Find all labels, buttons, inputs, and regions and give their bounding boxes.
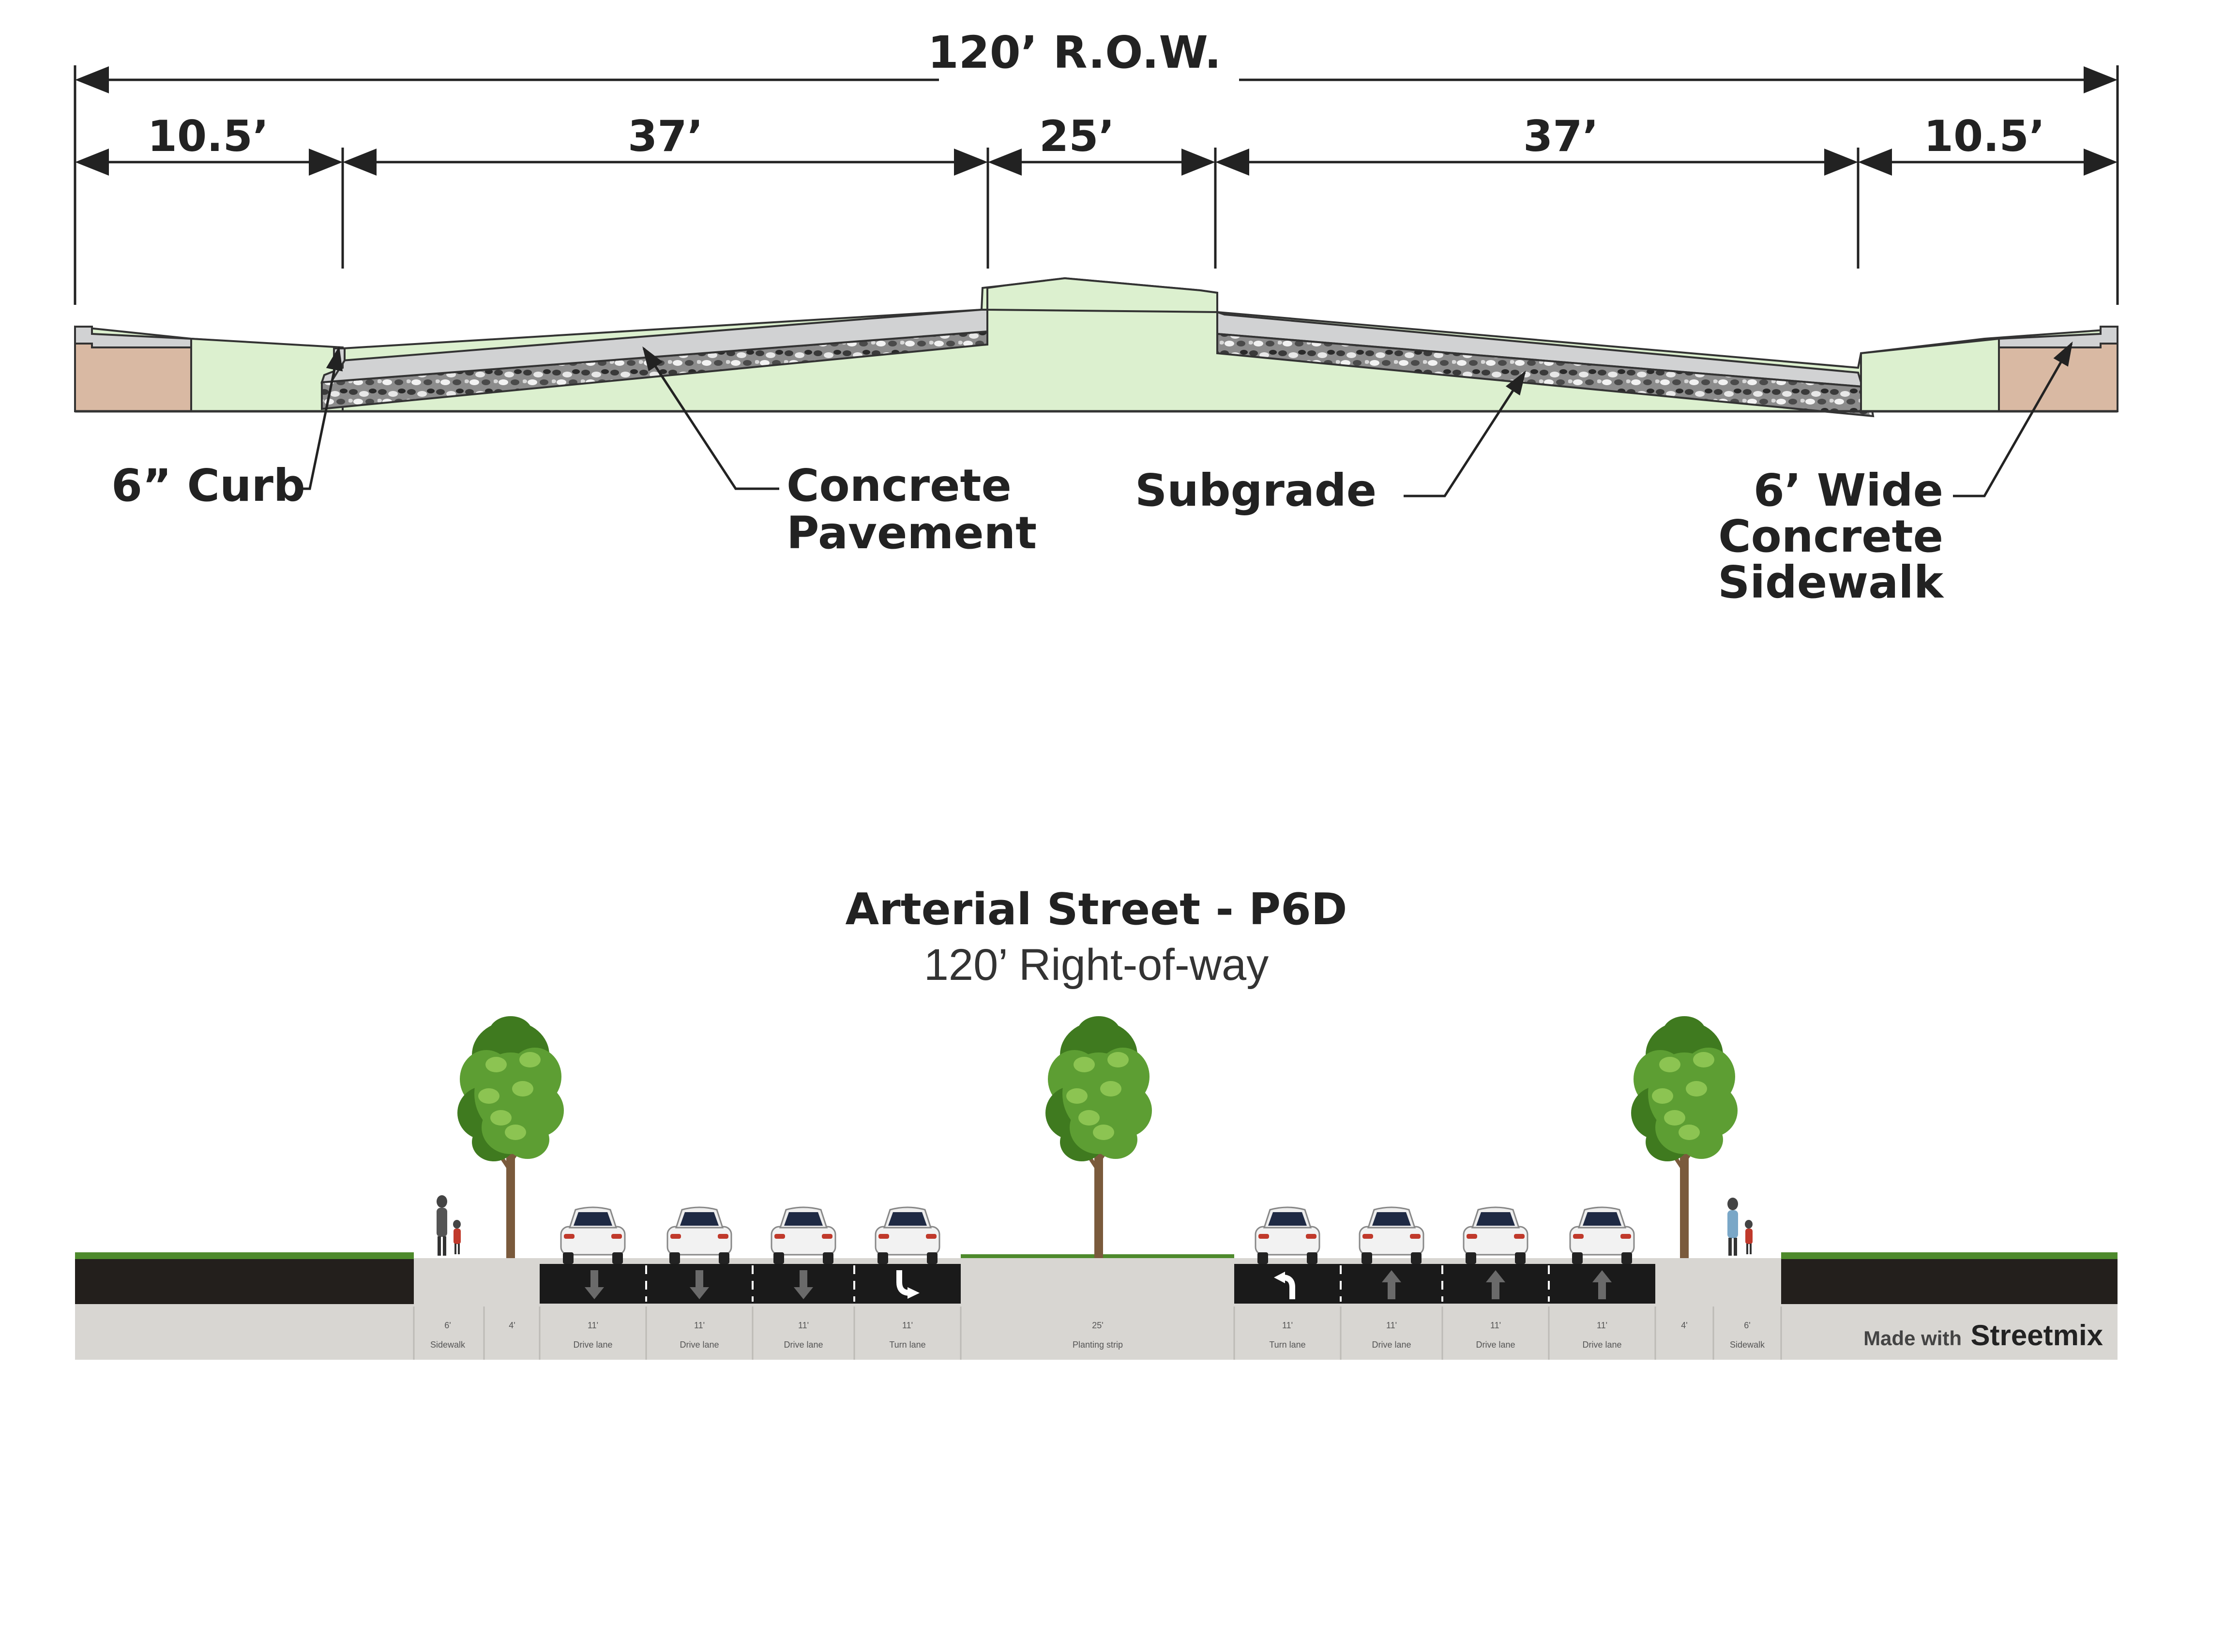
car-icon [1255, 1206, 1320, 1264]
segment-name-label: Drive lane [680, 1340, 719, 1350]
car-icon [875, 1206, 940, 1264]
segment-name-label: Sidewalk [430, 1340, 466, 1350]
segment-width-label: 11' [694, 1321, 705, 1330]
curb-callout: 6” Curb [111, 460, 305, 511]
dim-label-1: 10.5’ [148, 111, 269, 161]
segment-name-label: Sidewalk [1730, 1340, 1765, 1350]
lane-markings [645, 1265, 1550, 1302]
dimension-labels: 10.5’ 37’ 25’ 37’ 10.5’ [145, 111, 2052, 161]
right-earth [1781, 1258, 2118, 1304]
sidewalk-callout-line2: Concrete [1718, 511, 1943, 562]
lane-arrows [585, 1270, 1612, 1299]
segment-name-label: Drive lane [1582, 1340, 1621, 1350]
planting-strip [961, 1256, 1234, 1360]
segment-width-label: 11' [1597, 1321, 1607, 1330]
segment-dividers [413, 1307, 1782, 1360]
segment-labels: 6' Sidewalk 4' 11' Drive lane 11' Drive lane 11… [430, 1321, 1765, 1350]
segment-width-label: 4' [1681, 1321, 1687, 1330]
trees [457, 1016, 1738, 1258]
car-icon [560, 1206, 626, 1264]
segment-name-label: Drive lane [573, 1340, 612, 1350]
sidewalk-callout-line1: 6’ Wide [1754, 465, 1943, 516]
segment-width-label: 25' [1092, 1321, 1103, 1330]
up-arrow-icon [1486, 1270, 1505, 1299]
dim-label-3: 25’ [1039, 111, 1115, 161]
dim-label-5: 10.5’ [1924, 111, 2045, 161]
dimension-ticks [74, 65, 2119, 305]
pedestrians-right [1727, 1198, 1753, 1256]
streetmix-subtitle: 120’ Right-of-way [924, 940, 1269, 990]
pavement-leader [642, 346, 779, 490]
section-profile [74, 277, 2118, 418]
streetmix-title: Arterial Street - P6D [846, 884, 1347, 935]
segment-width-label: 6' [444, 1321, 451, 1330]
cars [560, 1206, 1635, 1264]
segment-width-label: 11' [1490, 1321, 1501, 1330]
up-arrow-icon [1592, 1270, 1612, 1299]
pavement-callout-line2: Pavement [787, 507, 1037, 559]
right-sidewalk [1998, 326, 2118, 348]
streetmix-section: Arterial Street - P6D 120’ Right-of-way [75, 884, 2118, 1360]
median [986, 277, 1218, 314]
right-grass [1781, 1252, 2118, 1259]
curb-leader [295, 346, 343, 490]
credit-brand: Streetmix [1971, 1319, 2103, 1352]
car-icon [1359, 1206, 1424, 1264]
dim-label-2: 37’ [628, 111, 703, 161]
row-label: 120’ R.O.W. [928, 27, 1222, 78]
car-icon [771, 1206, 836, 1264]
right-planting-strip [1860, 337, 2000, 412]
segment-name-label: Planting strip [1073, 1340, 1123, 1350]
segment-width-label: 11' [902, 1321, 913, 1330]
car-icon [666, 1206, 732, 1264]
left-earth [75, 1258, 414, 1304]
car-icon [1569, 1206, 1635, 1264]
tree-icon [1045, 1016, 1152, 1258]
right-asphalt [1234, 1264, 1655, 1304]
left-grass [75, 1252, 414, 1259]
segment-width-label: 11' [1386, 1321, 1397, 1330]
segment-width-label: 11' [588, 1321, 598, 1330]
down-arrow-icon [794, 1270, 813, 1299]
segment-width-label: 11' [1282, 1321, 1293, 1330]
segment-name-label: Turn lane [1269, 1340, 1305, 1350]
left-asphalt [540, 1264, 961, 1304]
left-planting-strip [190, 337, 344, 412]
down-arrow-icon [585, 1270, 604, 1299]
streetmix-credit: Made with Streetmix [1863, 1319, 2103, 1352]
sidewalk-leader [1953, 341, 2073, 497]
credit-prefix: Made with [1863, 1327, 1962, 1350]
tree-icon [457, 1016, 564, 1258]
dim-label-4: 37’ [1523, 111, 1599, 161]
left-sidewalk [74, 326, 192, 348]
segment-name-label: Drive lane [784, 1340, 823, 1350]
segment-width-label: 4' [509, 1321, 515, 1330]
segment-name-label: Turn lane [889, 1340, 925, 1350]
callouts: 6” Curb Concrete Pavement Subgrade 6’ Wi… [111, 341, 2073, 608]
subgrade-leader [1404, 370, 1526, 497]
segment-name-label: Drive lane [1476, 1340, 1515, 1350]
cross-section: 120’ R.O.W. 10.5’ 37’ 25’ 37’ 10.5’ [74, 27, 2119, 608]
up-arrow-icon [1382, 1270, 1401, 1299]
subgrade-callout: Subgrade [1135, 465, 1377, 516]
segment-width-label: 6' [1744, 1321, 1750, 1330]
pedestrians-left [437, 1195, 461, 1256]
sidewalk-callout-line3: Sidewalk [1718, 556, 1944, 608]
pavement-callout-line1: Concrete [787, 460, 1012, 511]
down-arrow-icon [690, 1270, 709, 1299]
right-gravel [1216, 332, 1875, 418]
car-icon [1463, 1206, 1528, 1264]
tree-icon [1631, 1016, 1738, 1258]
segment-name-label: Drive lane [1372, 1340, 1411, 1350]
segment-width-label: 11' [798, 1321, 809, 1330]
